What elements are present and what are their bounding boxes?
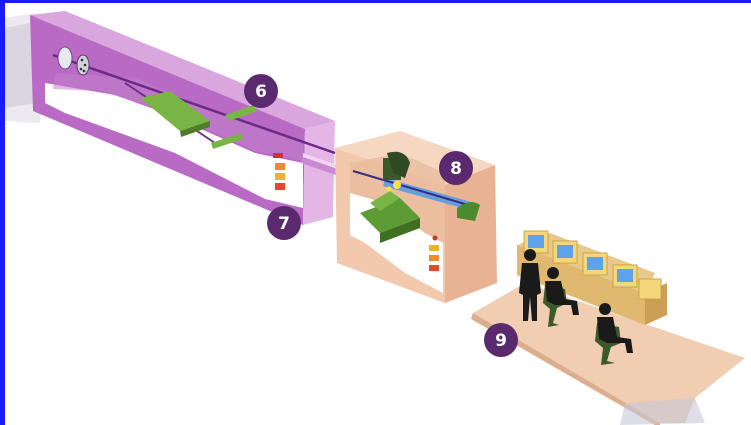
monitor-row [523, 230, 662, 300]
seated-operator-silhouette-2 [595, 303, 633, 365]
marker-8: 8 [439, 151, 473, 185]
svg-text:7: 7 [278, 214, 290, 234]
svg-text:8: 8 [450, 159, 462, 179]
optics-hutch [30, 11, 336, 225]
standing-operator-silhouette [519, 249, 541, 321]
marker-7: 7 [267, 206, 301, 240]
experimental-hutch [335, 131, 497, 303]
control-room [471, 230, 745, 425]
marker-6: 6 [244, 74, 278, 108]
marker-9: 9 [484, 323, 518, 357]
svg-text:6: 6 [255, 82, 267, 102]
seated-operator-silhouette-1 [543, 267, 579, 327]
svg-text:9: 9 [495, 331, 507, 351]
beamline-illustration: 6 7 8 9 [5, 11, 745, 425]
